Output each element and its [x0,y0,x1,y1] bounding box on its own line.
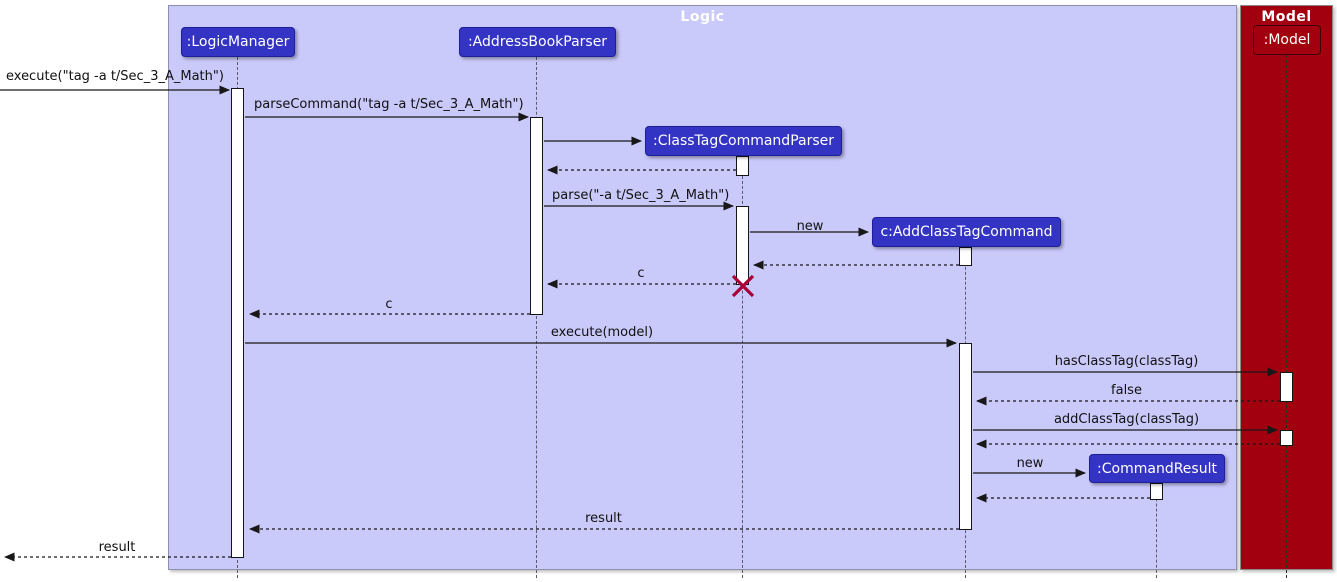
msg-return-false-label: false [1111,383,1142,398]
activation-model-add-class-tag [1280,430,1293,446]
activation-class-tag-command-parser-parse [736,206,749,285]
msg-execute-model-label: execute(model) [550,325,654,340]
model-frame-title: Model [1261,9,1312,25]
activation-command-result [1150,483,1163,500]
participant-add-class-tag-command: c:AddClassTagCommand [872,217,1061,247]
logic-frame: Logic [168,5,1237,570]
msg-return-result-2-label: result [98,540,136,555]
msg-parse-label: parse("-a t/Sec_3_A_Math") [552,188,730,203]
msg-return-c-1-label: c [637,266,645,281]
activation-add-class-tag-command-create [959,247,972,266]
lifeline-model [1286,55,1287,578]
msg-new-command-result-label: new [1016,456,1044,471]
msg-has-class-tag-label: hasClassTag(classTag) [1054,354,1199,369]
participant-command-result: :CommandResult [1089,454,1225,483]
msg-return-c-2-label: c [385,297,393,312]
lifeline-address-book-parser [536,57,537,578]
participant-address-book-parser: :AddressBookParser [459,27,616,57]
participant-logic-manager: :LogicManager [181,27,295,57]
msg-execute-user-label: execute("tag -a t/Sec_3_A_Math") [6,69,224,84]
msg-return-result-1-label: result [585,511,622,526]
participant-model: :Model [1253,25,1321,55]
participant-class-tag-command-parser: :ClassTagCommandParser [645,126,842,156]
activation-model-has-class-tag [1280,372,1293,402]
activation-logic-manager [231,88,244,558]
msg-parse-command-label: parseCommand("tag -a t/Sec_3_A_Math") [254,97,524,112]
lifeline-class-tag-command-parser [742,156,743,578]
activation-add-class-tag-command-execute [959,343,972,530]
lifeline-command-result [1156,483,1157,578]
msg-add-class-tag-label: addClassTag(classTag) [1053,412,1200,427]
logic-frame-title: Logic [680,9,725,25]
msg-new-add-class-tag-command-label: new [796,219,824,234]
activation-class-tag-command-parser-create [736,156,749,176]
activation-address-book-parser [530,117,543,315]
